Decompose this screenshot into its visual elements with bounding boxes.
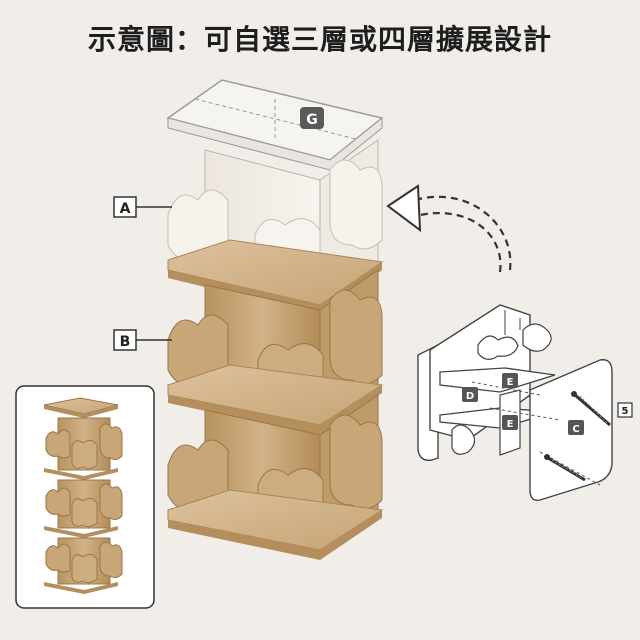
label-g-text: G <box>306 112 318 128</box>
label-a: A <box>113 196 172 218</box>
label-e-lower-text: E <box>507 419 514 430</box>
label-c: C <box>568 420 584 435</box>
main-tower <box>166 79 384 560</box>
bottom-module <box>167 394 384 560</box>
label-d: D <box>462 387 478 402</box>
screw-top <box>571 391 611 427</box>
label-screw-5-text: 5 <box>622 406 629 417</box>
inset-preview-box <box>15 385 155 609</box>
top-module-a <box>167 139 384 315</box>
page-title: 示意圖：可自選三層或四層擴展設計 <box>87 23 552 56</box>
glass-top-panel-g <box>166 79 384 171</box>
label-b: B <box>113 329 172 351</box>
middle-module-b <box>167 269 384 435</box>
label-b-text: B <box>120 334 131 350</box>
screw-bottom <box>544 454 586 482</box>
label-e-lower: E <box>502 415 518 430</box>
label-a-text: A <box>120 201 131 217</box>
label-g: G <box>300 107 324 129</box>
inset-tower <box>43 397 123 594</box>
label-e-upper: E <box>502 373 518 388</box>
label-screw-5: 5 <box>617 402 633 418</box>
curved-arrow <box>386 184 512 273</box>
label-c-text: C <box>572 424 579 435</box>
label-e-upper-text: E <box>507 377 514 388</box>
exploded-assembly-diagram <box>417 304 613 501</box>
label-d-text: D <box>466 391 474 402</box>
